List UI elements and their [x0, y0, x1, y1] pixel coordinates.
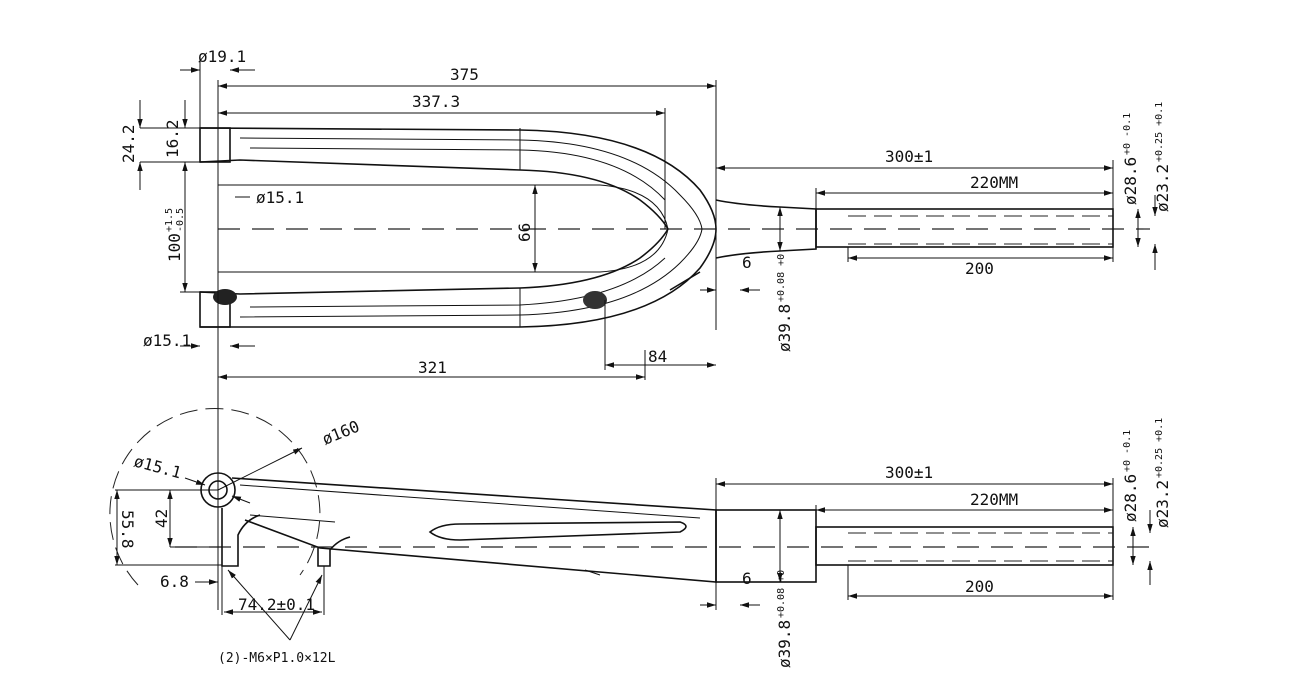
- dim-leg-length: 321: [418, 358, 447, 377]
- dim-steerer-220-side: 220MM: [970, 490, 1018, 509]
- dim-dropout-width: ø19.1: [198, 47, 246, 66]
- mount-bolt-note: (2)-M6×P1.0×12L: [218, 651, 336, 666]
- fork-leg-upper: [199, 127, 717, 230]
- dim-axle-hole-side: ø15.1: [132, 452, 183, 483]
- svg-text:+1.5: +1.5: [164, 208, 175, 232]
- dim-overall-length: 375: [450, 65, 479, 84]
- svg-text:ø23.2: ø23.2: [1153, 164, 1172, 212]
- top-view: ø19.1 375 337.3 24.2 16.2 100 +1.5 -0.5 …: [119, 47, 1172, 380]
- svg-text:+0.08 +0: +0.08 +0: [776, 254, 787, 302]
- dim-steerer-220: 220MM: [970, 173, 1018, 192]
- dim-crown-race-side: 6: [742, 569, 752, 588]
- fork-blade-side: [200, 472, 717, 583]
- dim-axle-hole-bottom: ø15.1: [143, 331, 191, 350]
- rotor-circle: [109, 408, 321, 586]
- dim-axle-hole-top: ø15.1: [256, 188, 304, 207]
- fork-leg-lower: [199, 228, 717, 328]
- svg-text:ø23.2: ø23.2: [1153, 480, 1172, 528]
- dim-steerer-inner-dia: ø23.2 +0.25 +0.1: [1153, 102, 1172, 212]
- svg-text:100: 100: [165, 233, 184, 262]
- svg-text:ø28.6: ø28.6: [1121, 474, 1140, 522]
- dim-steerer-length: 300±1: [885, 147, 933, 166]
- dim-mount-spacing: 74.2±0.1: [238, 595, 315, 614]
- dim-steerer-length-side: 300±1: [885, 463, 933, 482]
- dim-steerer-outer-dia: ø28.6 +0 -0.1: [1121, 113, 1140, 205]
- dim-crown-to-axle: 337.3: [412, 92, 460, 111]
- dim-spacing: 100 +1.5 -0.5: [164, 208, 186, 262]
- dim-height-16: 16.2: [163, 119, 182, 158]
- svg-text:ø28.6: ø28.6: [1121, 157, 1140, 205]
- svg-text:ø39.8: ø39.8: [775, 304, 794, 352]
- svg-text:+0.25 +0.1: +0.25 +0.1: [1154, 418, 1165, 478]
- svg-text:+0.25 +0.1: +0.25 +0.1: [1154, 102, 1165, 162]
- dim-height-558: 55.8: [118, 510, 137, 549]
- dim-crown-race-dia-side: ø39.8 +0.08 +0: [775, 570, 794, 668]
- steerer-tube-side: [715, 509, 1114, 583]
- dim-steerer-200-side: 200: [965, 577, 994, 596]
- svg-text:+0 -0.1: +0 -0.1: [1122, 113, 1133, 155]
- svg-text:+0 -0.1: +0 -0.1: [1122, 430, 1133, 472]
- dim-steerer-200: 200: [965, 259, 994, 278]
- dim-crown-offset: 84: [648, 347, 667, 366]
- svg-text:ø39.8: ø39.8: [775, 620, 794, 668]
- dim-crown-race: 6: [742, 253, 752, 272]
- dim-steerer-inner-dia-side: ø23.2 +0.25 +0.1: [1153, 418, 1172, 528]
- dim-rotor-dia: ø160: [319, 417, 362, 449]
- side-view: ø160 ø15.1 55.8 42 6.8 74.2±0.1 (2)-M6×P…: [109, 380, 1172, 668]
- dim-crown-race-dia: ø39.8 +0.08 +0: [775, 254, 794, 352]
- dim-steerer-outer-dia-side: ø28.6 +0 -0.1: [1121, 430, 1140, 522]
- dim-height-42: 42: [152, 509, 171, 528]
- svg-text:+0.08 +0: +0.08 +0: [776, 570, 787, 618]
- dim-offset-68: 6.8: [160, 572, 189, 591]
- svg-text:-0.5: -0.5: [175, 208, 186, 232]
- dim-inner-width: 66: [515, 223, 534, 242]
- dim-height-24: 24.2: [119, 124, 138, 163]
